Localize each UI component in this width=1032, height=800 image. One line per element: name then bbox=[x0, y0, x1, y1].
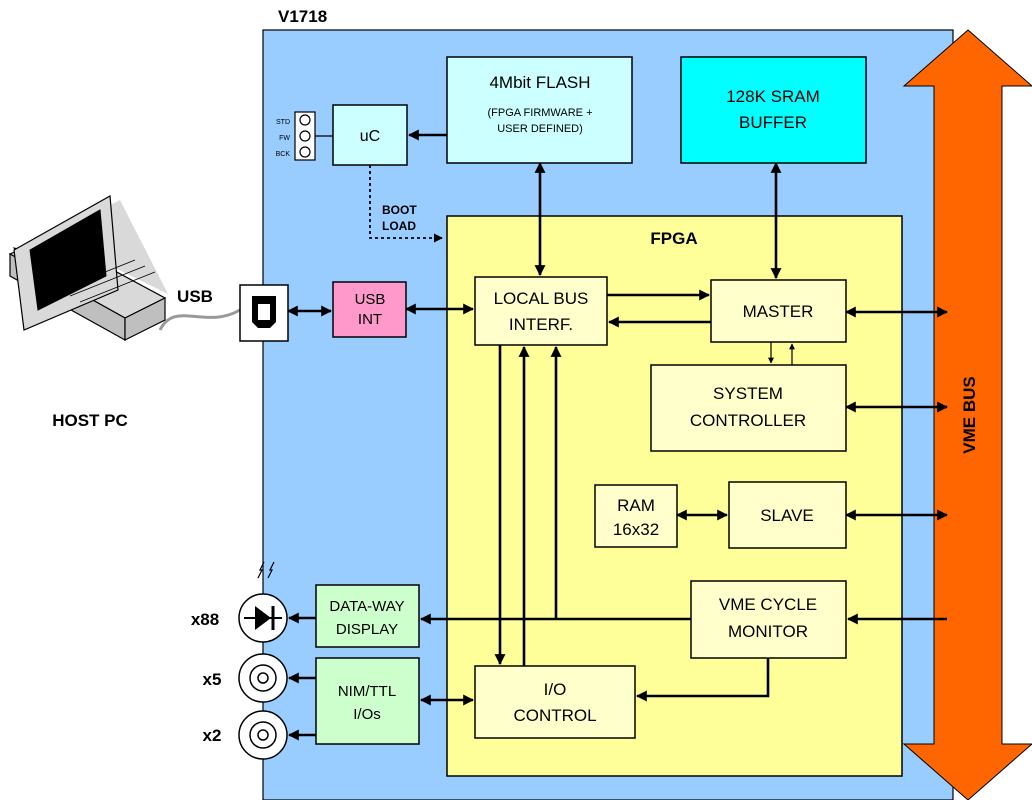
io-control-line2: CONTROL bbox=[513, 706, 596, 725]
display-line2: DISPLAY bbox=[336, 621, 398, 638]
io-control-line1: I/O bbox=[544, 680, 567, 699]
uc-label: uC bbox=[360, 128, 380, 145]
ram-line1: RAM bbox=[617, 496, 655, 515]
boot-load-line bbox=[369, 165, 443, 243]
usb-int-block bbox=[332, 281, 407, 338]
vme-bus-arrow bbox=[902, 29, 1032, 800]
local-bus-line1: LOCAL BUS bbox=[494, 289, 589, 308]
usb-int-line2: INT bbox=[358, 311, 382, 328]
usb-cable bbox=[158, 308, 241, 331]
flash-line2: USER DEFINED) bbox=[497, 123, 583, 135]
vme-cycle-line1: VME CYCLE bbox=[719, 595, 817, 614]
led-icon bbox=[238, 561, 288, 643]
system-controller-line1: SYSTEM bbox=[713, 384, 783, 403]
local-bus-block bbox=[474, 276, 608, 346]
switch-fw-label: FW bbox=[279, 135, 290, 142]
ram-line2: 16x32 bbox=[613, 520, 659, 539]
sram-line1: 128K SRAM bbox=[726, 87, 820, 106]
mode-switch bbox=[294, 111, 316, 161]
flash-title: 4Mbit FLASH bbox=[489, 73, 590, 92]
io-control-block bbox=[474, 665, 636, 739]
vme-cycle-line2: MONITOR bbox=[728, 622, 808, 641]
monitor-to-io-link bbox=[635, 658, 770, 702]
lemo-a-count-label: x5 bbox=[203, 670, 222, 689]
master-block bbox=[710, 279, 847, 343]
usb-int-line1: USB bbox=[355, 291, 386, 308]
flash-block bbox=[446, 56, 633, 164]
leds-count-label: x88 bbox=[191, 610, 219, 629]
nim-ttl-line2: I/Os bbox=[353, 706, 381, 723]
laptop-icon bbox=[8, 195, 168, 342]
lemo-connector-icon bbox=[238, 710, 288, 760]
usb-label: USB bbox=[177, 287, 213, 306]
vme-bus-label: VME BUS bbox=[960, 376, 979, 453]
fpga-label: FPGA bbox=[650, 229, 697, 248]
sram-block bbox=[680, 56, 867, 164]
lemo-connector-icon bbox=[238, 653, 288, 703]
master-label: MASTER bbox=[743, 302, 814, 321]
data-way-display-block bbox=[315, 584, 420, 648]
flash-line1: (FPGA FIRMWARE + bbox=[487, 107, 592, 119]
slave-block bbox=[728, 481, 847, 549]
boot-label: BOOT bbox=[382, 203, 417, 217]
host-pc-label: HOST PC bbox=[52, 411, 128, 430]
system-controller-block bbox=[650, 364, 847, 452]
switch-bck-label: BCK bbox=[276, 151, 291, 158]
nim-ttl-line1: NIM/TTL bbox=[338, 683, 396, 700]
nim-ttl-block bbox=[315, 657, 420, 745]
ram-block bbox=[594, 484, 678, 548]
board-title: V1718 bbox=[278, 7, 327, 26]
vme-cycle-monitor-block bbox=[690, 580, 847, 659]
load-label: LOAD bbox=[382, 219, 416, 233]
usb-connector-icon bbox=[239, 284, 289, 342]
switch-std-label: STD bbox=[276, 119, 290, 126]
local-bus-line2: INTERF. bbox=[509, 315, 573, 334]
display-line1: DATA-WAY bbox=[329, 598, 404, 615]
system-controller-line2: CONTROLLER bbox=[690, 411, 806, 430]
slave-label: SLAVE bbox=[760, 506, 814, 525]
sram-line2: BUFFER bbox=[739, 113, 807, 132]
lemo-b-count-label: x2 bbox=[203, 726, 222, 745]
